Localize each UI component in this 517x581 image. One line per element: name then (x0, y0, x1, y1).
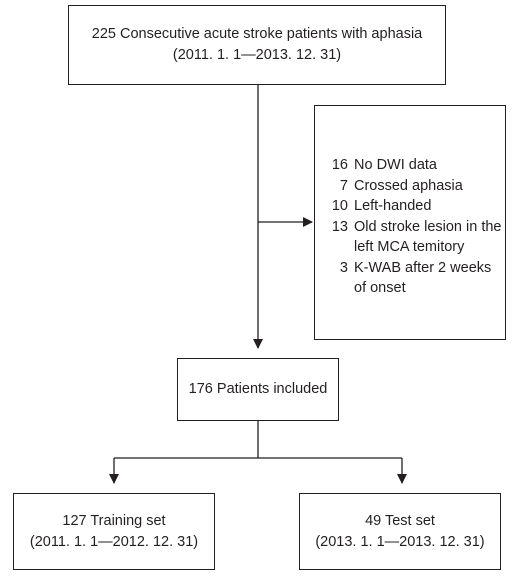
exclusion-box: 16 No DWI data 7 Crossed aphasia 10 Left… (314, 105, 506, 340)
exclusion-count: 13 (331, 218, 348, 235)
exclusion-item: 3 K-WAB after 2 weeks of onset (325, 258, 502, 299)
enrollment-title: 225 Consecutive acute stroke patients wi… (91, 26, 423, 42)
training-set-box: 127 Training set (2011. 1. 1—2012. 12. 3… (13, 493, 215, 570)
training-set-label: 127 Training set (62, 512, 166, 529)
exclusion-item: 13 Old stroke lesion in the left MCA tem… (325, 217, 502, 258)
exclusion-item: 10 Left-handed (325, 196, 502, 217)
exclusion-reason: Left-handed (354, 198, 432, 214)
exclusion-reason: Crossed aphasia (354, 177, 463, 194)
exclusion-item: 7 Crossed aphasia (325, 176, 502, 197)
included-label: 176 Patients included (188, 381, 328, 397)
exclusion-item: 16 No DWI data (325, 155, 502, 176)
exclusion-count: 16 (331, 157, 348, 173)
exclusion-reason: K-WAB after 2 weeks of onset (354, 259, 492, 297)
training-set-period: (2011. 1. 1—2012. 12. 31) (29, 533, 199, 550)
exclusion-count: 7 (339, 177, 348, 194)
exclusion-reason: No DWI data (354, 157, 437, 173)
exclusion-reason: Old stroke lesion in the left MCA temito… (354, 218, 502, 256)
test-set-period: (2013. 1. 1—2013. 12. 31) (315, 533, 485, 550)
test-set-label: 49 Test set (365, 512, 435, 529)
test-set-box: 49 Test set (2013. 1. 1—2013. 12. 31) (299, 493, 501, 570)
enrollment-period: (2011. 1. 1—2013. 12. 31) (172, 47, 342, 63)
included-box: 176 Patients included (177, 358, 339, 421)
exclusion-count: 10 (331, 198, 348, 214)
exclusion-list: 16 No DWI data 7 Crossed aphasia 10 Left… (325, 155, 502, 299)
exclusion-count: 3 (339, 259, 348, 276)
enrollment-box: 225 Consecutive acute stroke patients wi… (68, 5, 446, 85)
